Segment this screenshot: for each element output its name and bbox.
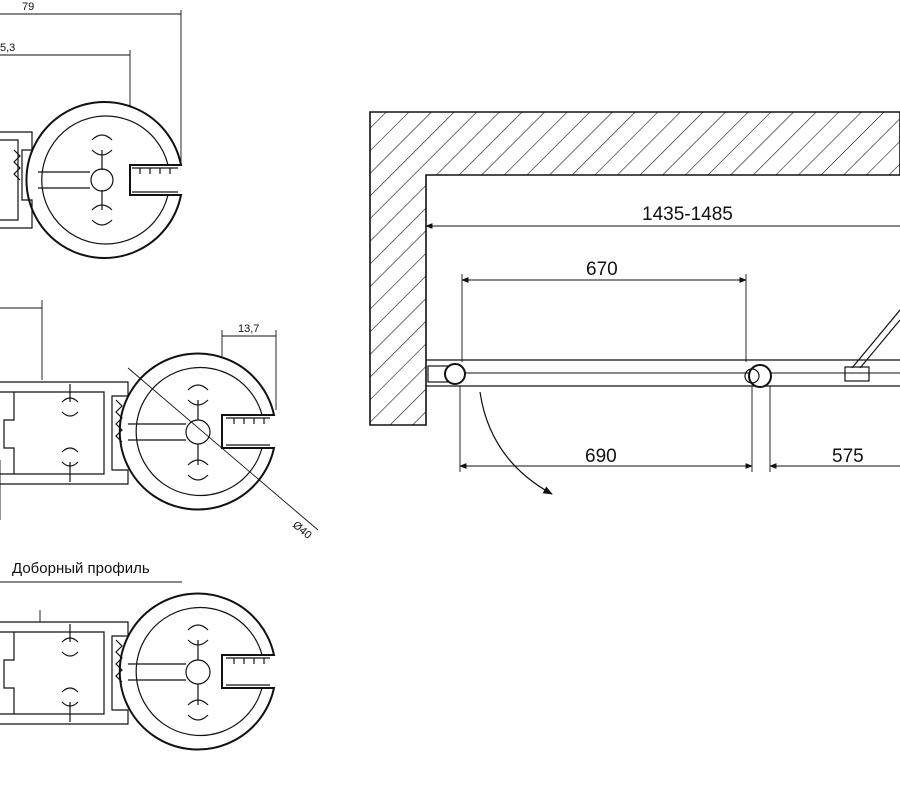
profile-bottom: Доборный профиль xyxy=(0,560,276,751)
slot-teeth xyxy=(226,417,270,446)
diameter-leader xyxy=(127,367,319,531)
hinge-middle xyxy=(748,364,772,388)
slot-teeth xyxy=(132,167,178,193)
plan-view: 1435-1485 670 690 575 xyxy=(369,111,900,495)
inner-contour xyxy=(135,366,263,497)
left-rail xyxy=(0,131,33,229)
dim-label-offset: 5,3 xyxy=(0,42,15,54)
adapter-outline xyxy=(0,621,129,725)
adapter-notch xyxy=(3,632,15,714)
clip-a xyxy=(61,624,79,657)
inner-contour xyxy=(41,115,169,245)
dim-label-575: 575 xyxy=(832,446,864,467)
clip-top xyxy=(91,134,113,170)
wall-hatched xyxy=(369,111,900,426)
profile-middle: 13,7 Ø40 xyxy=(0,300,319,542)
door-swing-arrow xyxy=(479,391,553,495)
adapter-inner xyxy=(0,631,105,715)
serration xyxy=(115,639,123,683)
clip-bottom xyxy=(187,444,209,481)
support-bar-2 xyxy=(859,319,900,369)
dim-label-slot: 13,7 xyxy=(238,323,259,335)
adapter-notch xyxy=(3,392,15,474)
spine xyxy=(38,171,90,189)
clip-b xyxy=(61,447,79,482)
round-profile-body xyxy=(25,101,183,259)
dim-label-79: 79 xyxy=(22,1,34,13)
clip-bottom xyxy=(187,684,209,721)
clip-a xyxy=(61,384,79,417)
spine xyxy=(128,663,186,681)
clip-bottom xyxy=(91,190,113,226)
dim-label-690: 690 xyxy=(585,446,617,467)
adapter-inner xyxy=(0,391,105,475)
adapter-outline xyxy=(0,381,129,485)
profile-caption: Доборный профиль xyxy=(12,560,150,577)
dim-label-670: 670 xyxy=(586,259,618,280)
clip-top xyxy=(187,384,209,420)
spine xyxy=(128,423,186,441)
round-profile-body xyxy=(118,592,276,751)
round-profile-body xyxy=(118,352,276,511)
support-bar xyxy=(851,309,900,369)
inner-contour xyxy=(135,606,263,737)
handle-block xyxy=(844,366,870,382)
clip-top xyxy=(187,624,209,660)
hinge-middle-inner xyxy=(744,368,760,384)
hinge-left xyxy=(444,363,466,385)
dim-label-diameter: Ø40 xyxy=(290,519,314,542)
serration xyxy=(115,399,123,443)
slot-teeth xyxy=(226,657,270,686)
dim-label-total: 1435-1485 xyxy=(642,204,733,225)
left-rail-inner xyxy=(0,139,19,221)
serration xyxy=(13,149,21,181)
clip-b xyxy=(61,687,79,722)
profile-top: 79 5,3 xyxy=(0,1,183,259)
